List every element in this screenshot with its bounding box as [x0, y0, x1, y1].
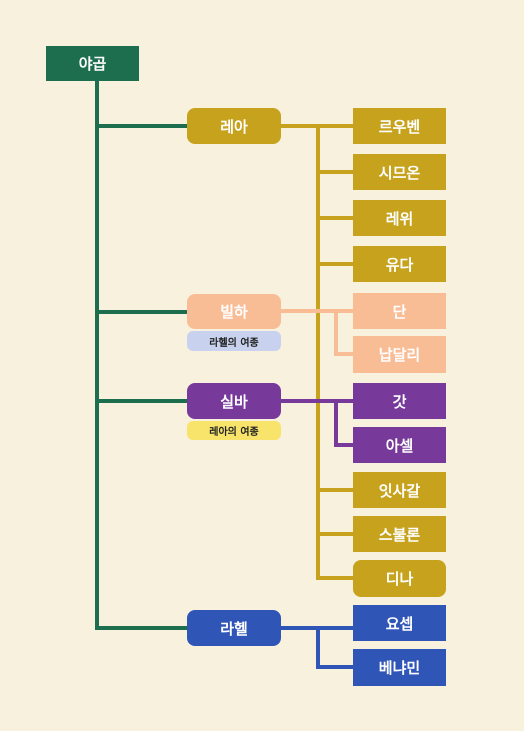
child-benjamin-node: 베냐민: [353, 649, 446, 686]
wife-rachel-node: 라헬: [187, 610, 281, 646]
child-dinah-node: 디나: [353, 560, 446, 597]
child-judah-node: 유다: [353, 246, 446, 282]
bilhah-note-badge: 라헬의 여종: [187, 331, 281, 351]
zilpah-note-badge: 레아의 여종: [187, 421, 281, 440]
child-reuben-node: 르우벤: [353, 108, 446, 144]
child-zebulun-node: 스불론: [353, 516, 446, 552]
child-gad-node: 갓: [353, 383, 446, 419]
jacob-node: 야곱: [46, 46, 139, 81]
wife-zilpah-node: 실바: [187, 383, 281, 419]
child-naphtali-node: 납달리: [353, 336, 446, 373]
child-joseph-node: 요셉: [353, 605, 446, 641]
child-issachar-node: 잇사갈: [353, 472, 446, 508]
child-simeon-node: 시므온: [353, 154, 446, 190]
child-asher-node: 아셀: [353, 427, 446, 463]
child-levi-node: 레위: [353, 200, 446, 236]
child-dan-node: 단: [353, 293, 446, 329]
wife-leah-node: 레아: [187, 108, 281, 144]
wife-bilhah-node: 빌하: [187, 294, 281, 329]
